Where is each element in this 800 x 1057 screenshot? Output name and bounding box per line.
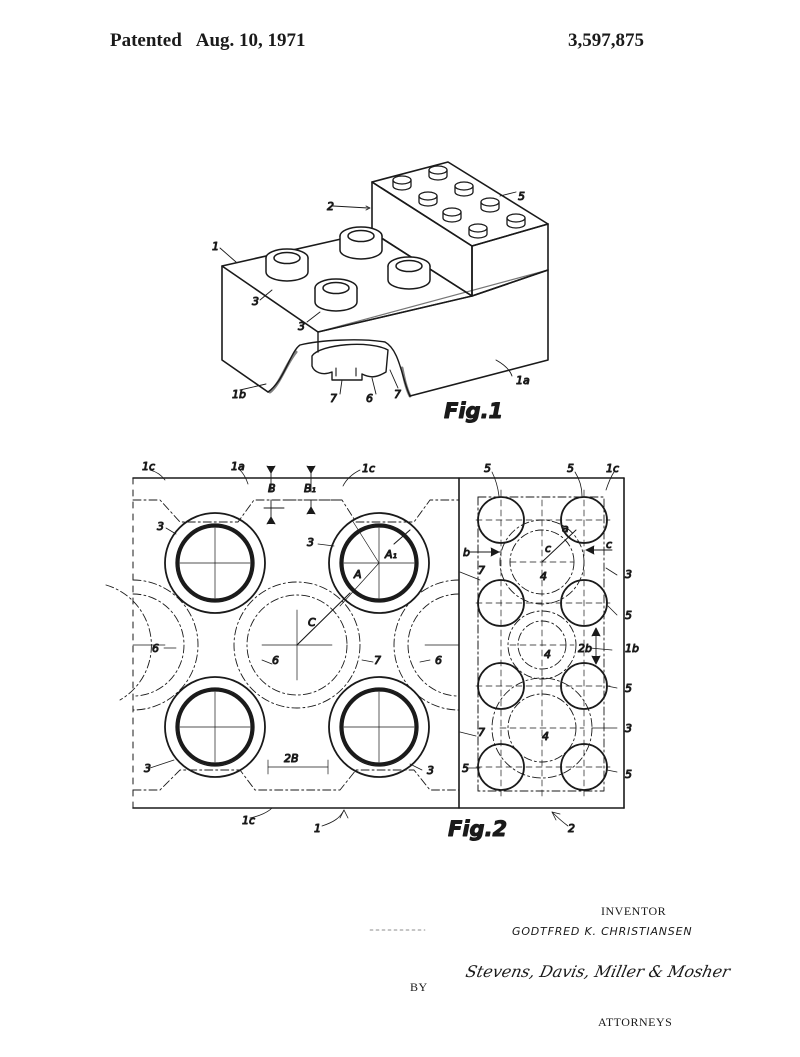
attorney-signature: Stevens, Davis, Miller & Mosher [463, 962, 732, 981]
by-label: BY [410, 980, 428, 994]
fig2-ref-2b: 2b [578, 642, 592, 655]
fig2-ref-2B: 2B [284, 752, 299, 765]
fig2-ref-1c-tr: 1c [606, 462, 619, 475]
fig2-ref-5-b1: 5 [462, 762, 469, 775]
fig1-ref-1b: 1b [232, 388, 246, 401]
fig2-ref-3-r1: 3 [625, 568, 632, 581]
fig2-ref-1c-tm: 1c [362, 462, 375, 475]
fig2-ref-2-b: 2 [568, 822, 575, 835]
fig2-ref-1b: 1b [625, 642, 639, 655]
fig2-ref-C: C [308, 616, 316, 629]
fig2-ref-3-bm: 3 [427, 764, 434, 777]
fig2-ref-A1: A₁ [384, 548, 397, 561]
fig2-ref-7-r: 7 [478, 564, 485, 577]
patent-date: Aug. 10, 1971 [195, 30, 306, 51]
fig1-ref-2: 2 [327, 200, 334, 213]
fig2-ref-4-3: 4 [542, 730, 549, 743]
fig1-caption: Fig.1 [444, 399, 503, 423]
fig1-ref-1: 1 [212, 240, 219, 253]
fig2-ref-7-m: 7 [374, 654, 381, 667]
fig2-ref-3-l2: 3 [307, 536, 314, 549]
fig2-studs [164, 512, 430, 778]
fig2-ref-4-1: 4 [540, 570, 547, 583]
fig2-ref-1c-tl: 1c [142, 460, 155, 473]
fig2-ref-5-b2: 5 [625, 768, 632, 781]
fig2-ref-1c-b: 1c [242, 814, 255, 827]
fig2-ref-B1: B₁ [304, 482, 316, 495]
fig1-ref-7a: 7 [330, 392, 337, 405]
fig2-ref-3-bl: 3 [144, 762, 151, 775]
fig1-ref-3b: 3 [298, 320, 305, 333]
fig1-ref-6: 6 [366, 392, 373, 405]
fig1-ref-5: 5 [518, 190, 525, 203]
fig2-caption: Fig.2 [448, 817, 507, 841]
fig2-ref-3-l1: 3 [157, 520, 164, 533]
fig2-ref-6-l: 6 [152, 642, 159, 655]
fig2-ref-5-t2: 5 [567, 462, 574, 475]
fig2-ref-5-r1: 5 [625, 609, 632, 622]
patented-label: Patented [110, 30, 182, 51]
fig2-ref-6-m: 6 [272, 654, 279, 667]
fig2-ref-1a: 1a [231, 460, 245, 473]
lower-brick-studs [265, 226, 431, 312]
upper-brick-top [371, 161, 549, 247]
inventor-name: GODTFRED K. CHRISTIANSEN [512, 925, 693, 938]
fig2-ref-a: a [562, 522, 569, 535]
tube-6 [311, 343, 389, 381]
figure-2-plan-view: 1c 1a B B₁ 1c 5 5 1c 3 3 A₁ A C b c c a … [105, 460, 639, 842]
cutaway-outline [267, 339, 411, 397]
fig2-ref-5-t1: 5 [484, 462, 491, 475]
inventor-label: INVENTOR [601, 904, 667, 918]
upper-brick-studs [392, 165, 526, 239]
fig1-ref-7b: 7 [394, 388, 401, 401]
fig2-ref-c-right: c [606, 538, 612, 551]
patent-number: 3,597,875 [568, 30, 644, 51]
fig2-ref-7-b: 7 [478, 726, 485, 739]
fig1-ref-3a: 3 [252, 295, 259, 308]
fig2-ref-6-r: 6 [435, 654, 442, 667]
lower-brick-right-face [409, 269, 549, 397]
fig2-ref-1-b: 1 [314, 822, 321, 835]
fig2-ref-B: B [268, 482, 276, 495]
figure-1-brick-drawing: 2 1 3 3 5 1b 1a 7 6 7 Fig.1 [212, 161, 549, 424]
patent-header-left: Patented Aug. 10, 1971 [110, 30, 306, 52]
fig2-ref-5-r2: 5 [625, 682, 632, 695]
lower-brick-left-face [221, 265, 269, 393]
fig2-ref-c-inner: c [545, 542, 551, 555]
fig2-ref-b: b [463, 546, 470, 559]
attorneys-label: ATTORNEYS [598, 1015, 673, 1029]
fig2-ref-3-r2: 3 [625, 722, 632, 735]
fig1-ref-1a: 1a [516, 374, 530, 387]
fig2-tubes [105, 579, 460, 711]
fig2-ref-A: A [353, 568, 362, 581]
fig2-ref-4-2: 4 [544, 648, 551, 661]
